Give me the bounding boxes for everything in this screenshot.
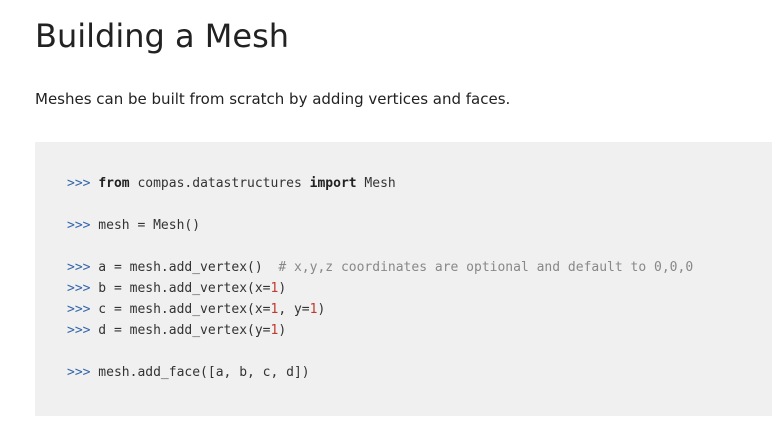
prompt: >>> <box>67 176 91 191</box>
code-text: ) <box>278 323 287 338</box>
code-text: mesh.add_face([a, b, c, d]) <box>90 365 310 380</box>
number-literal: 1 <box>270 281 279 296</box>
number-literal: 1 <box>309 302 318 317</box>
code-comment: # x,y,z coordinates are optional and def… <box>278 260 694 275</box>
code-line-vertex-d: >>> d = mesh.add_vertex(y=1) <box>67 322 286 340</box>
code-text: ) <box>278 281 287 296</box>
code-line-import: >>> from compas.datastructures import Me… <box>67 175 396 193</box>
code-line-mesh: >>> mesh = Mesh() <box>67 217 200 235</box>
code-line-vertex-b: >>> b = mesh.add_vertex(x=1) <box>67 280 286 298</box>
prompt: >>> <box>67 260 91 275</box>
code-line-vertex-a: >>> a = mesh.add_vertex() # x,y,z coordi… <box>67 259 693 277</box>
code-block: >>> from compas.datastructures import Me… <box>35 142 772 416</box>
code-line-vertex-c: >>> c = mesh.add_vertex(x=1, y=1) <box>67 301 325 319</box>
code-text: mesh = Mesh() <box>90 218 201 233</box>
number-literal: 1 <box>270 302 279 317</box>
code-text: b = mesh.add_vertex(x= <box>90 281 271 296</box>
intro-paragraph: Meshes can be built from scratch by addi… <box>35 90 511 108</box>
code-text: c = mesh.add_vertex(x= <box>90 302 271 317</box>
prompt: >>> <box>67 323 91 338</box>
code-text: a = mesh.add_vertex() <box>90 260 279 275</box>
prompt: >>> <box>67 218 91 233</box>
code-text: , y= <box>278 302 310 317</box>
prompt: >>> <box>67 302 91 317</box>
prompt: >>> <box>67 281 91 296</box>
module-name: compas.datastructures <box>129 176 310 191</box>
class-name: Mesh <box>356 176 396 191</box>
code-line-add-face: >>> mesh.add_face([a, b, c, d]) <box>67 364 310 382</box>
code-text: d = mesh.add_vertex(y= <box>90 323 271 338</box>
prompt: >>> <box>67 365 91 380</box>
page-title: Building a Mesh <box>35 17 290 55</box>
code-text: ) <box>317 302 326 317</box>
number-literal: 1 <box>270 323 279 338</box>
keyword-import: import <box>309 176 357 191</box>
keyword-from: from <box>98 176 130 191</box>
